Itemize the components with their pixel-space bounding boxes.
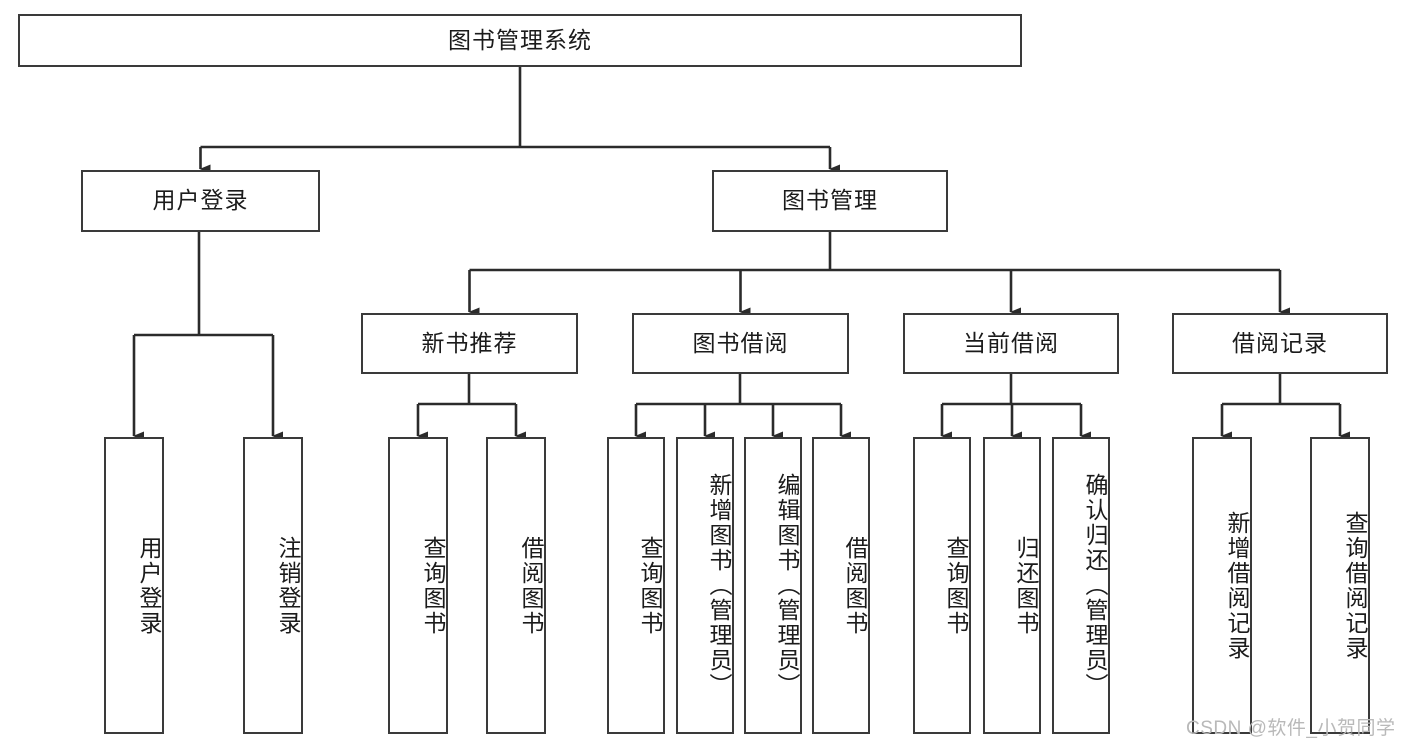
node-leaf-br-query-record[interactable]: 查询借阅记录 bbox=[1310, 437, 1370, 734]
node-borrow-record[interactable]: 借阅记录 bbox=[1172, 313, 1388, 374]
node-label-current-borrow: 当前借阅 bbox=[963, 329, 1059, 356]
node-label-leaf-rec-query-book: 查询图书 bbox=[420, 535, 446, 636]
node-label-borrow-record: 借阅记录 bbox=[1232, 329, 1328, 356]
node-label-leaf-cb-return-book: 归还图书 bbox=[1013, 535, 1039, 636]
node-leaf-bb-edit-book[interactable]: 编辑图书（管理员） bbox=[744, 437, 802, 734]
node-leaf-bb-add-book[interactable]: 新增图书（管理员） bbox=[676, 437, 734, 734]
node-leaf-user-login[interactable]: 用户登录 bbox=[104, 437, 164, 734]
node-label-leaf-logout: 注销登录 bbox=[275, 535, 301, 636]
node-label-leaf-bb-query-book: 查询图书 bbox=[637, 535, 663, 636]
node-label-book-manage: 图书管理 bbox=[782, 187, 878, 214]
node-label-leaf-rec-borrow-book: 借阅图书 bbox=[518, 535, 544, 636]
node-leaf-br-add-record[interactable]: 新增借阅记录 bbox=[1192, 437, 1252, 734]
node-leaf-cb-confirm-return[interactable]: 确认归还（管理员） bbox=[1052, 437, 1110, 734]
node-user-login[interactable]: 用户登录 bbox=[81, 170, 320, 232]
node-label-root: 图书管理系统 bbox=[448, 26, 592, 53]
node-label-leaf-user-login: 用户登录 bbox=[136, 535, 162, 636]
node-label-user-login: 用户登录 bbox=[152, 187, 249, 214]
node-label-leaf-cb-confirm-return: 确认归还（管理员） bbox=[1082, 473, 1108, 698]
node-leaf-rec-borrow-book[interactable]: 借阅图书 bbox=[486, 437, 546, 734]
node-leaf-bb-borrow-book[interactable]: 借阅图书 bbox=[812, 437, 870, 734]
node-label-leaf-bb-borrow-book: 借阅图书 bbox=[842, 535, 868, 636]
node-leaf-bb-query-book[interactable]: 查询图书 bbox=[607, 437, 665, 734]
node-leaf-rec-query-book[interactable]: 查询图书 bbox=[388, 437, 448, 734]
node-label-book-borrow: 图书借阅 bbox=[692, 329, 789, 356]
node-label-new-book-rec: 新书推荐 bbox=[421, 329, 518, 356]
csdn-watermark: CSDN @软件_小贺同学 bbox=[1186, 718, 1396, 739]
node-book-manage[interactable]: 图书管理 bbox=[712, 170, 948, 232]
node-current-borrow[interactable]: 当前借阅 bbox=[903, 313, 1119, 374]
node-root[interactable]: 图书管理系统 bbox=[18, 14, 1022, 67]
node-leaf-cb-return-book[interactable]: 归还图书 bbox=[983, 437, 1041, 734]
node-new-book-rec[interactable]: 新书推荐 bbox=[361, 313, 578, 374]
node-label-leaf-bb-edit-book: 编辑图书（管理员） bbox=[774, 473, 800, 698]
node-leaf-cb-query-book[interactable]: 查询图书 bbox=[913, 437, 971, 734]
node-label-leaf-cb-query-book: 查询图书 bbox=[943, 535, 969, 636]
node-label-leaf-bb-add-book: 新增图书（管理员） bbox=[706, 473, 732, 698]
node-label-leaf-br-add-record: 新增借阅记录 bbox=[1224, 510, 1250, 661]
node-book-borrow[interactable]: 图书借阅 bbox=[632, 313, 849, 374]
node-label-leaf-br-query-record: 查询借阅记录 bbox=[1342, 510, 1368, 661]
node-leaf-logout[interactable]: 注销登录 bbox=[243, 437, 303, 734]
